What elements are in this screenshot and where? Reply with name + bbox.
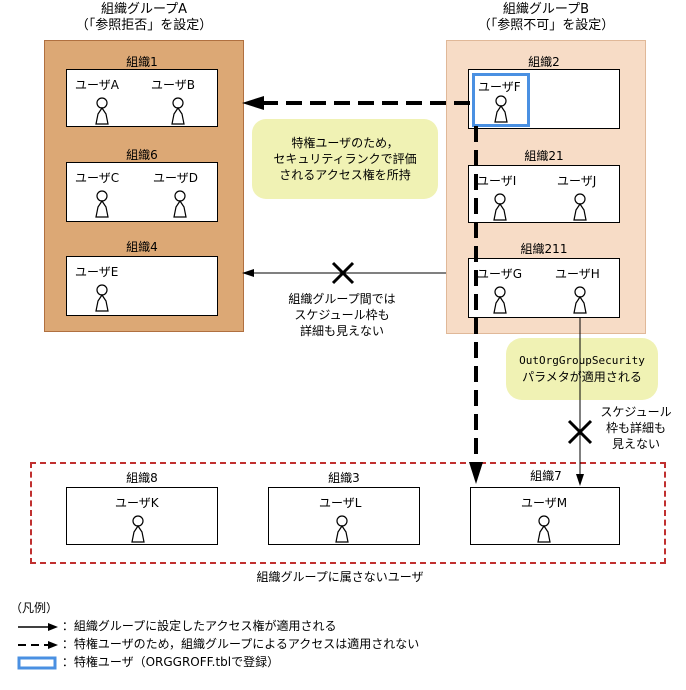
org-box-8: ユーザK [66, 487, 218, 545]
no-group-access-line1: スケジュール [600, 405, 672, 419]
legend-solid-text: ：組織グループに設定したアクセス権が適用される [61, 619, 337, 633]
param-callout-line1: OutOrgGroupSecurity [519, 354, 645, 367]
person-icon [573, 193, 587, 221]
org-label-3: 組織3 [328, 471, 360, 485]
user-l-name: ユーザL [319, 496, 362, 510]
person-icon [95, 284, 109, 312]
person-icon [171, 97, 185, 125]
user-k-name: ユーザK [115, 496, 159, 510]
org-box-2: ユーザF [468, 69, 620, 129]
group-a-title: 組織グループA （「参照拒否」を設定） [44, 2, 244, 34]
legend-box-item: ：特権ユーザ（ORGGROFF.tblで登録） [16, 654, 279, 670]
person-icon [173, 190, 187, 218]
legend-dashed-item: ：特権ユーザのため，組織グループによるアクセスは適用されない [16, 636, 419, 652]
legend-solid-arrow-icon [18, 622, 58, 631]
org-box-6: ユーザC ユーザD [66, 162, 218, 222]
blocked-x-mark-no-group [567, 419, 593, 445]
group-b-title-line1: 組織グループB [502, 2, 590, 17]
user-g: ユーザG [477, 265, 537, 325]
user-e-name: ユーザE [75, 265, 119, 279]
group-a-title-line1: 組織グループA [100, 2, 188, 17]
org-label-7: 組織7 [530, 469, 562, 483]
user-g-name: ユーザG [477, 267, 523, 281]
person-icon [494, 95, 508, 123]
user-c: ユーザC [75, 169, 135, 229]
group-b-title: 組織グループB （「参照不可」を設定） [446, 2, 646, 34]
between-groups-line2: スケジュール枠も [294, 308, 390, 322]
user-i: ユーザI [477, 172, 537, 232]
dashed-arrow-head-left [242, 96, 264, 110]
no-group-access-line2: 枠も詳細も [605, 421, 666, 435]
org-label-21: 組織21 [524, 149, 564, 163]
org-label-4: 組織4 [126, 240, 158, 254]
person-icon [131, 515, 145, 543]
dashed-arrow-head-down [469, 462, 483, 484]
user-j-name: ユーザJ [557, 174, 597, 188]
callout-line2: セキュリティランクで評価 [273, 152, 417, 166]
legend-solid-item: ：組織グループに設定したアクセス権が適用される [16, 618, 337, 634]
solid-arrow-head-left [242, 269, 254, 277]
legend-privileged-box-icon [17, 656, 57, 669]
org-box-211: ユーザG ユーザH [468, 258, 620, 318]
org-box-4: ユーザE [66, 256, 218, 316]
user-h: ユーザH [555, 265, 615, 325]
person-icon [537, 515, 551, 543]
callout-line3: されるアクセス権を所持 [279, 168, 411, 182]
blocked-x-mark-groups [331, 261, 355, 285]
between-groups-caption: 組織グループ間では スケジュール枠も 詳細も見えない [262, 291, 422, 339]
param-callout: OutOrgGroupSecurity パラメタが適用される [506, 338, 658, 400]
legend-dashed-text: ：特権ユーザのため，組織グループによるアクセスは適用されない [61, 637, 420, 651]
user-a: ユーザA [75, 76, 135, 136]
no-group-region [30, 462, 666, 564]
user-l: ユーザL [319, 494, 379, 554]
legend-dashed-arrow-icon [18, 640, 58, 649]
callout-line1: 特権ユーザのため， [291, 136, 399, 150]
user-d: ユーザD [153, 169, 213, 229]
org-box-3: ユーザL [268, 487, 420, 545]
org-box-1: ユーザA ユーザB [66, 69, 218, 127]
org-label-8: 組織8 [126, 471, 158, 485]
user-d-name: ユーザD [153, 171, 199, 185]
between-groups-line3: 詳細も見えない [299, 324, 384, 338]
user-k: ユーザK [115, 494, 175, 554]
no-group-caption: 組織グループに属さないユーザ [256, 570, 424, 584]
between-groups-line1: 組織グループ間では [288, 292, 396, 306]
param-callout-line2: パラメタが適用される [522, 370, 642, 384]
solid-arrow-head-down [576, 474, 584, 486]
group-b-title-line2: （「参照不可」を設定） [477, 18, 615, 33]
org-label-211: 組織211 [520, 242, 568, 256]
user-a-name: ユーザA [75, 78, 119, 92]
privileged-user-callout: 特権ユーザのため， セキュリティランクで評価 されるアクセス権を所持 [252, 119, 438, 199]
org-label-6: 組織6 [126, 148, 158, 162]
person-icon [335, 515, 349, 543]
person-icon [573, 286, 587, 314]
user-m-name: ユーザM [521, 496, 568, 510]
no-group-access-line3: 見えない [611, 437, 660, 451]
user-f: ユーザF [472, 73, 530, 127]
person-icon [95, 190, 109, 218]
user-b: ユーザB [151, 76, 211, 136]
person-icon [95, 97, 109, 125]
person-icon [493, 193, 507, 221]
no-group-access-caption: スケジュール 枠も詳細も 見えない [588, 404, 684, 452]
legend-box-text: ：特権ユーザ（ORGGROFF.tblで登録） [61, 655, 280, 669]
org-box-7: ユーザM [470, 487, 620, 545]
group-a-title-line2: （「参照拒否」を設定） [75, 18, 213, 33]
user-m: ユーザM [521, 494, 581, 554]
user-j: ユーザJ [557, 172, 617, 232]
user-e: ユーザE [75, 263, 135, 323]
org-label-1: 組織1 [126, 55, 158, 69]
org-box-21: ユーザI ユーザJ [468, 165, 620, 223]
user-h-name: ユーザH [555, 267, 600, 281]
org-label-2: 組織2 [528, 55, 560, 69]
user-b-name: ユーザB [151, 78, 195, 92]
person-icon [493, 286, 507, 314]
user-c-name: ユーザC [75, 171, 120, 185]
user-i-name: ユーザI [477, 174, 517, 188]
legend-title: （凡例） [10, 601, 59, 615]
user-f-name: ユーザF [478, 80, 521, 94]
